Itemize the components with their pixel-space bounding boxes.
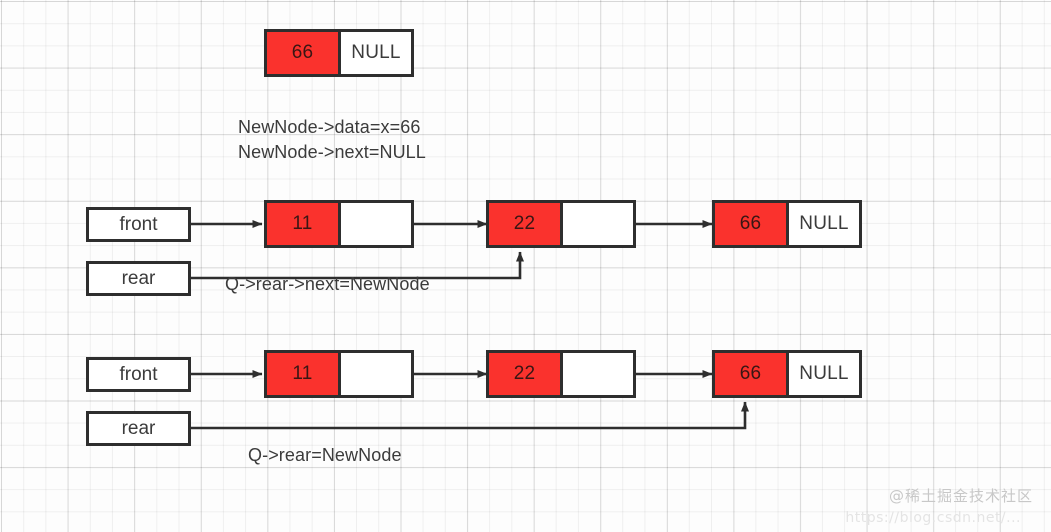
step2-node-3-next: NULL [785,353,859,395]
step2-node-2-data: 22 [489,353,560,395]
step2-node-1-data: 11 [267,353,338,395]
new-node: 66 NULL [264,29,414,77]
step2-node-2: 22 [486,350,636,398]
step1-node-2: 22 [486,200,636,248]
front-pointer-box-step1: front [86,207,191,242]
step2-node-3-data: 66 [715,353,786,395]
step1-node-2-next [559,203,633,245]
step2-node-1-next [337,353,411,395]
step2-node-2-next [559,353,633,395]
step1-node-3-data: 66 [715,203,786,245]
arrow-rear-to-node3-step2 [190,401,749,430]
step1-node-3: 66 NULL [712,200,862,248]
step1-node-3-next: NULL [785,203,859,245]
new-node-caption-line1: NewNode->data=x=66 [238,117,421,137]
step2-caption: Q->rear=NewNode [248,445,402,465]
front-pointer-box-step2: front [86,357,191,392]
step1-node-1: 11 [264,200,414,248]
step2-node-3: 66 NULL [712,350,862,398]
rear-pointer-box-step2: rear [86,411,191,446]
step1-node-1-next [337,203,411,245]
watermark-text: @稀土掘金技术社区 [888,487,1033,505]
rear-pointer-box-step1: rear [86,261,191,296]
step1-node-2-data: 22 [489,203,560,245]
new-node-caption-line2: NewNode->next=NULL [238,142,426,162]
step1-node-1-data: 11 [267,203,338,245]
step1-caption: Q->rear->next=NewNode [225,274,430,294]
new-node-data-cell: 66 [267,32,338,74]
new-node-next-cell: NULL [337,32,411,74]
step2-node-1: 11 [264,350,414,398]
watermark-url: https://blog.csdn.net/... [845,510,1021,526]
